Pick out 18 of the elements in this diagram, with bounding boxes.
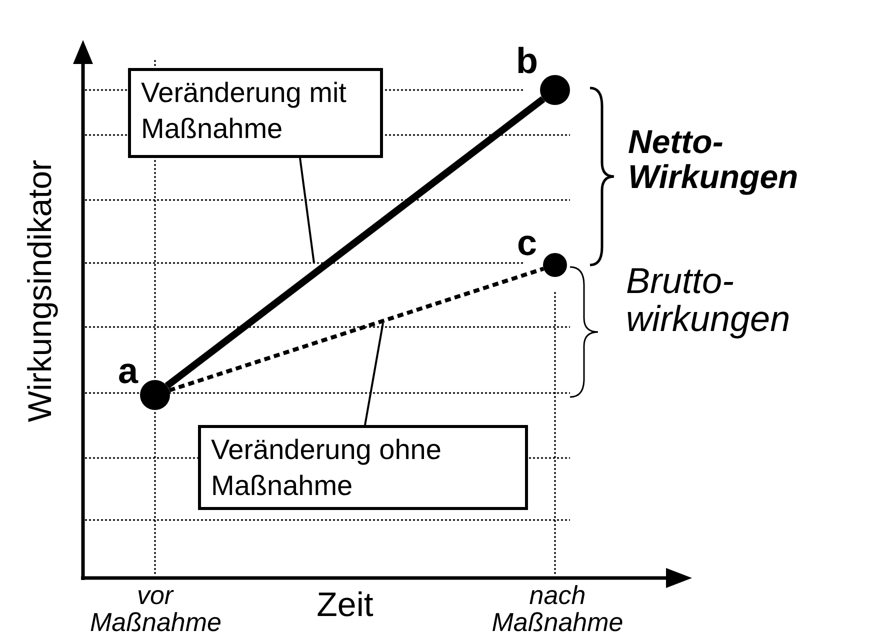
axis-title: Wirkungsindikator: [21, 158, 59, 424]
point-dot: [140, 380, 170, 410]
connector-line: [168, 266, 544, 392]
brace-label: Brutto- wirkungen: [626, 262, 792, 338]
brace-label: Netto- Wirkungen: [628, 125, 800, 194]
axis-title: Zeit: [316, 588, 374, 624]
point-label: c: [517, 222, 538, 264]
tick-label: nach Maßnahme: [490, 582, 624, 637]
point-label: a: [118, 350, 138, 392]
leader-line: [364, 322, 384, 426]
connector-line: [164, 96, 546, 389]
callout-box: Veränderung mit Maßnahme: [128, 68, 383, 158]
point-dot: [540, 75, 570, 105]
tick-label: vor Maßnahme: [90, 582, 220, 637]
leader-line: [299, 158, 315, 264]
point-label: b: [516, 40, 538, 82]
callout-box: Veränderung ohne Maßnahme: [198, 425, 528, 510]
point-dot: [543, 253, 567, 277]
